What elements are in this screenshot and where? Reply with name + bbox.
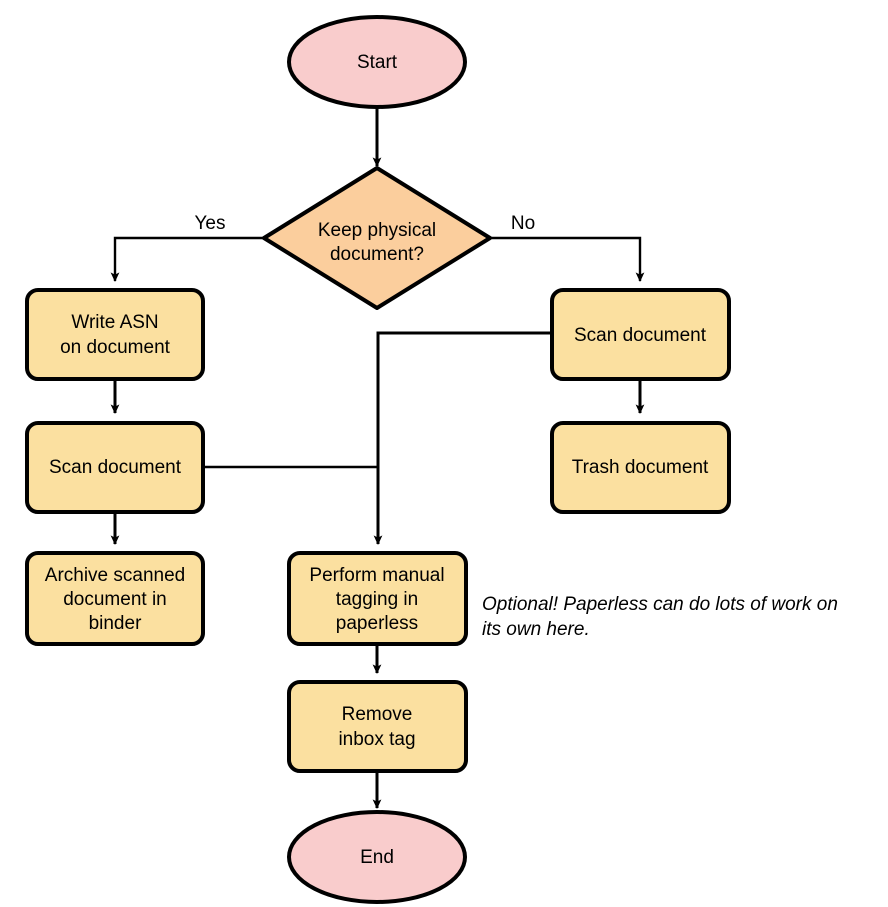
scan-document-left-label: Scan document	[49, 457, 182, 478]
remove-inbox-tag-label-line-2: inbox tag	[338, 729, 415, 750]
decision-label-line-2: document?	[330, 244, 424, 265]
node-scan-document-right[interactable]: Scan document	[550, 288, 731, 381]
perform-manual-tagging-label-line-3: paperless	[336, 613, 418, 634]
edge-layer	[110, 103, 645, 809]
archive-document-label-line-1: Archive scanned	[45, 565, 185, 586]
scan-document-left-box[interactable]	[25, 421, 205, 514]
trash-document-label: Trash document	[572, 457, 709, 478]
node-end[interactable]: End	[287, 810, 467, 904]
optional-note-line-1: Optional! Paperless can do lots of work …	[482, 594, 838, 615]
write-asn-box[interactable]	[25, 288, 205, 381]
decision-diamond[interactable]	[262, 166, 492, 310]
remove-inbox-tag-box[interactable]	[287, 680, 468, 773]
scan-document-right-box[interactable]	[550, 288, 731, 381]
node-trash-document[interactable]: Trash document	[550, 421, 731, 514]
start-ellipse[interactable]	[287, 15, 467, 109]
archive-document-box[interactable]	[25, 551, 205, 646]
edge-label-no: No	[511, 213, 535, 234]
trash-document-box[interactable]	[550, 421, 731, 514]
remove-inbox-tag-label-line-1: Remove	[342, 704, 413, 725]
end-ellipse[interactable]	[287, 810, 467, 904]
perform-manual-tagging-label-line-2: tagging in	[336, 589, 418, 610]
edge-decision-to-scan-right	[490, 236, 645, 282]
node-start[interactable]: Start	[287, 15, 467, 109]
end-label: End	[360, 847, 394, 868]
perform-manual-tagging-box[interactable]	[287, 551, 468, 646]
archive-document-label-line-3: binder	[89, 613, 142, 634]
edge-label-yes: Yes	[195, 213, 226, 234]
scan-document-right-label: Scan document	[574, 325, 707, 346]
node-perform-manual-tagging-in-paperless[interactable]: Perform manual tagging in paperless	[287, 551, 468, 646]
edge-label-layer: Yes No	[195, 213, 536, 234]
edge-scan-right-to-tagging	[373, 331, 552, 545]
node-archive-scanned-document-in-binder[interactable]: Archive scanned document in binder	[25, 551, 205, 646]
optional-note-line-2: its own here.	[482, 619, 590, 640]
perform-manual-tagging-label-line-1: Perform manual	[309, 565, 444, 586]
node-keep-physical-document[interactable]: Keep physical document?	[262, 166, 492, 310]
node-scan-document-left[interactable]: Scan document	[25, 421, 205, 514]
edge-decision-to-write-asn	[110, 236, 265, 282]
decision-label-line-1: Keep physical	[318, 220, 436, 241]
write-asn-label-line-1: Write ASN	[71, 312, 158, 333]
node-remove-inbox-tag[interactable]: Remove inbox tag	[287, 680, 468, 773]
write-asn-label-line-2: on document	[60, 337, 171, 358]
node-layer: Start Keep physical document? Write ASN …	[25, 15, 731, 904]
start-label: Start	[357, 52, 398, 73]
node-write-asn-on-document[interactable]: Write ASN on document	[25, 288, 205, 381]
annotation-layer: Optional! Paperless can do lots of work …	[482, 594, 838, 640]
archive-document-label-line-2: document in	[63, 589, 167, 610]
